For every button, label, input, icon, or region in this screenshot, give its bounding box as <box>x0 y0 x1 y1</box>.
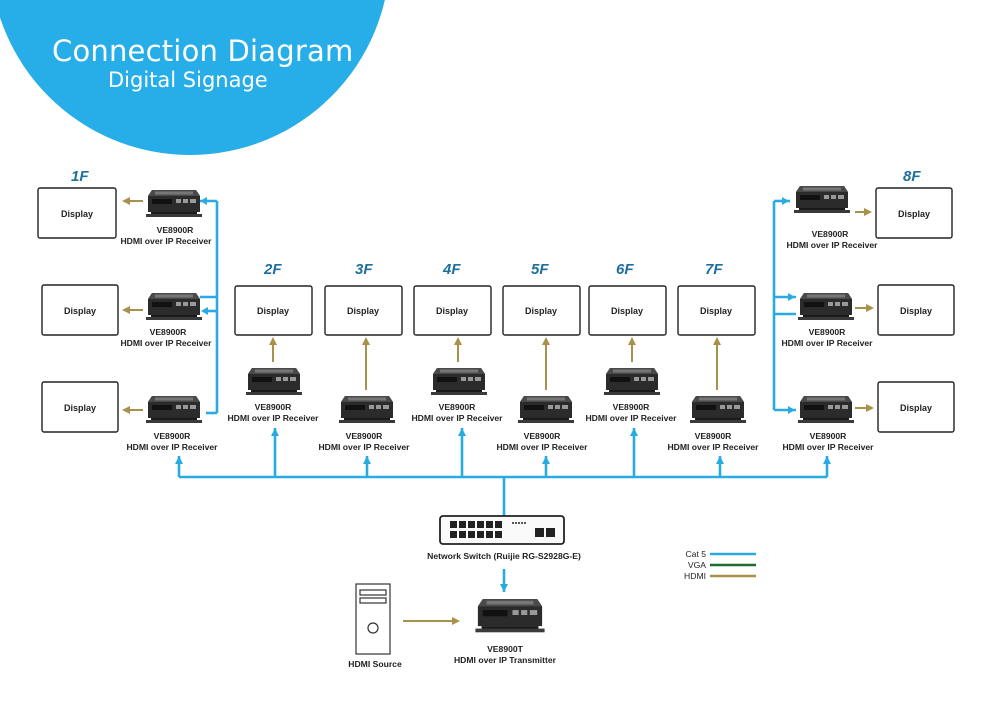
display-label: Display <box>257 306 289 316</box>
display-screen <box>877 284 955 336</box>
receiver-description-label: HDMI over IP Receiver <box>667 442 759 452</box>
floor-label: 5F <box>531 261 549 278</box>
receiver-model-label: VE8900R <box>812 229 850 239</box>
receiver-model-label: VE8900R <box>346 431 384 441</box>
display-screen <box>877 381 955 433</box>
receiver-description-label: HDMI over IP Receiver <box>496 442 588 452</box>
receiver-device-icon <box>798 293 854 320</box>
receiver-labels: VE8900R HDMI over IP Receiver VE8900R HD… <box>120 225 878 452</box>
display-screen <box>413 285 492 336</box>
receiver-model-label: VE8900R <box>524 431 562 441</box>
display-screen <box>324 285 403 336</box>
receiver-description-label: HDMI over IP Receiver <box>120 338 212 348</box>
page-subtitle: Digital Signage <box>108 68 268 92</box>
receiver-description-label: HDMI over IP Receiver <box>120 236 212 246</box>
display-screen <box>41 284 119 336</box>
receiver-model-label: VE8900R <box>810 431 848 441</box>
display-labels: Display Display Display Display Display … <box>61 209 932 413</box>
display-screen <box>588 285 667 336</box>
cat5-arrowheads <box>175 197 831 592</box>
receiver-device-icon <box>690 396 746 423</box>
pc-tower-icon <box>355 583 391 655</box>
display-label: Display <box>900 306 932 316</box>
receiver-model-label: VE8900R <box>255 402 293 412</box>
display-screen <box>41 381 119 433</box>
receiver-model-label: VE8900R <box>613 402 651 412</box>
display-screen <box>37 187 117 239</box>
display-label: Display <box>611 306 643 316</box>
receiver-device-icon <box>518 396 574 423</box>
receiver-model-label: VE8900R <box>154 431 192 441</box>
display-label: Display <box>61 209 93 219</box>
display-label: Display <box>900 403 932 413</box>
receiver-device-icon <box>798 396 854 423</box>
receiver-description-label: HDMI over IP Receiver <box>411 413 503 423</box>
display-label: Display <box>64 306 96 316</box>
hdmi-source-label: HDMI Source <box>348 659 402 669</box>
receiver-model-label: VE8900R <box>150 327 188 337</box>
floor-label: 8F <box>903 168 921 185</box>
legend-label-vga: VGA <box>688 560 706 570</box>
receiver-model-label: VE8900R <box>157 225 195 235</box>
floor-label: 2F <box>263 261 282 278</box>
receiver-description-label: HDMI over IP Receiver <box>227 413 319 423</box>
receiver-device-icon <box>146 293 202 320</box>
receiver-description-label: HDMI over IP Receiver <box>126 442 218 452</box>
receiver-description-label: HDMI over IP Receiver <box>786 240 878 250</box>
transmitter-description-label: HDMI over IP Transmitter <box>454 655 557 665</box>
network-switch-icon <box>439 515 565 545</box>
display-label: Display <box>436 306 468 316</box>
receiver-device-icon <box>339 396 395 423</box>
floor-label: 3F <box>355 261 373 278</box>
receiver-device-icon <box>604 368 660 395</box>
receiver-device-icon <box>146 190 202 217</box>
display-label: Display <box>700 306 732 316</box>
floor-labels: 1F 2F 3F 4F 5F 6F 7F 8F <box>71 168 921 278</box>
transmitter-model-label: VE8900T <box>487 644 524 654</box>
display-screen <box>875 187 953 239</box>
display-label: Display <box>898 209 930 219</box>
network-switch-label: Network Switch (Ruijie RG-S2928G-E) <box>427 551 581 561</box>
display-screen <box>677 285 756 336</box>
receiver-device-icon <box>146 396 202 423</box>
floor-label: 6F <box>616 261 634 278</box>
legend: Cat 5 VGA HDMI <box>684 549 756 581</box>
display-screen <box>234 285 313 336</box>
display-label: Display <box>64 403 96 413</box>
page-title: Connection Diagram <box>52 34 354 68</box>
legend-label-cat5: Cat 5 <box>685 549 706 559</box>
receiver-description-label: HDMI over IP Receiver <box>781 338 873 348</box>
receiver-description-label: HDMI over IP Receiver <box>318 442 410 452</box>
receiver-device-icon <box>794 186 850 213</box>
floor-label: 1F <box>71 168 89 185</box>
floor-label: 7F <box>705 261 723 278</box>
receiver-device-icon <box>246 368 302 395</box>
receiver-model-label: VE8900R <box>439 402 477 412</box>
displays <box>37 187 955 433</box>
display-screen <box>502 285 581 336</box>
legend-label-hdmi: HDMI <box>684 571 706 581</box>
transmitter-device-icon <box>475 598 545 633</box>
header-circle <box>0 0 385 155</box>
receiver-description-label: HDMI over IP Receiver <box>782 442 874 452</box>
receiver-model-label: VE8900R <box>695 431 733 441</box>
hdmi-lines <box>122 197 874 625</box>
receiver-description-label: HDMI over IP Receiver <box>585 413 677 423</box>
display-label: Display <box>525 306 557 316</box>
receiver-device-icon <box>431 368 487 395</box>
display-label: Display <box>347 306 379 316</box>
receiver-model-label: VE8900R <box>809 327 847 337</box>
floor-label: 4F <box>442 261 461 278</box>
